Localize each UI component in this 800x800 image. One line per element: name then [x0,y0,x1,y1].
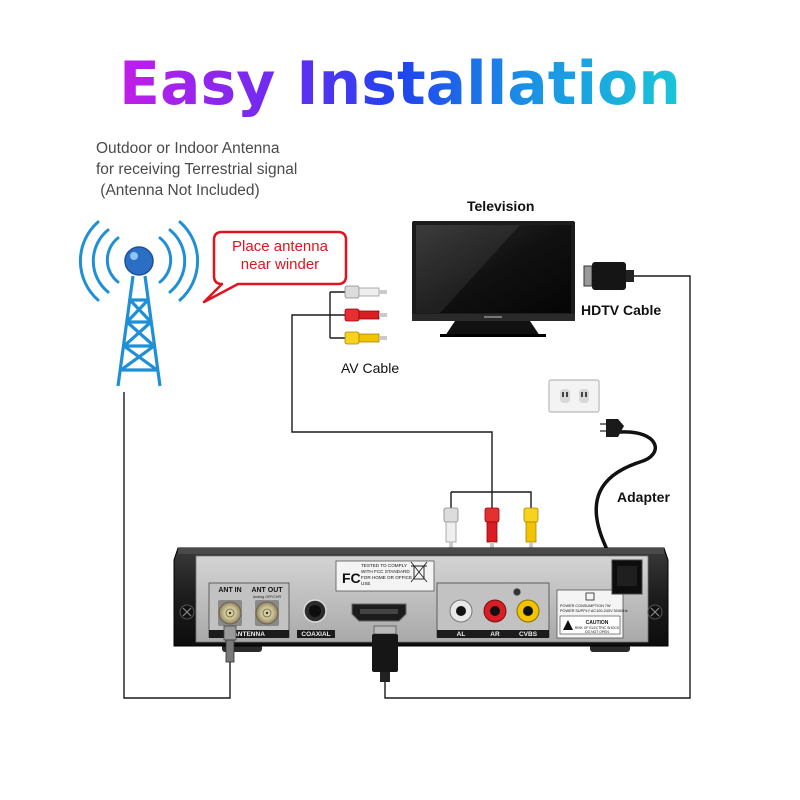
ar-label: AR [490,631,500,638]
antenna-note: Outdoor or Indoor Antenna for receiving … [96,140,298,199]
recycle-bin-icon [410,561,428,583]
cvbs-label: CVBS [519,631,538,638]
av-cable-label: AV Cable [341,360,400,376]
rca-plug-icon [443,507,539,550]
fcc-text-3: FOR HOME OR OFFICE [361,575,412,580]
ant-out-jack [255,600,279,626]
cables [123,275,691,699]
wall-outlet-icon [548,379,600,413]
al-label: AL [457,631,466,638]
television-icon [412,221,575,337]
caution-title: CAUTION [586,620,609,626]
adapter-label: Adapter [617,489,670,505]
reset-screw [513,588,521,596]
fcc-text-4: USE [361,581,370,586]
fcc-text-1: TESTED TO COMPLY [361,563,407,568]
hdmi-port [351,603,407,622]
fcc-logo: FC [342,570,361,586]
television-label: Television [467,198,535,214]
hdmi-cable [384,275,691,699]
set-top-box-icon: FC TESTED TO COMPLY WITH FCC STANDARD FO… [173,547,669,652]
fcc-text-2: WITH FCC STANDARD [361,569,410,574]
coax-plug-icon [223,625,237,663]
ant-in-jack [218,600,242,626]
hdtv-cable-label: HDTV Cable [581,302,662,318]
ant-out-label: ANT OUT [251,587,283,594]
screw-icon [179,604,663,620]
power-text-2: POWER SUPPLY AC100-240V 50/60Hz [560,609,628,613]
power-cord [594,430,657,564]
rca-plug-icon [344,285,387,345]
caution-text-2: DO NOT OPEN [585,630,609,634]
av-jacks [449,599,540,623]
callout-text: Place antenna near winder [232,238,328,273]
antenna-cable [123,392,231,699]
coaxial-jack [303,599,327,623]
av-cable [291,314,493,490]
coaxial-label: COAXIAL [301,631,330,638]
warning-icon [563,620,573,630]
caution-text-1: RISK OF ELECTRIC SHOCK [575,626,620,630]
hdmi-plug-icon [372,625,398,682]
av-branch [450,490,532,510]
callout-bubble [202,230,348,304]
page-title: Easy Installation [119,49,681,119]
ant-out-sublabel: Analog OFF/CHR [253,595,282,599]
antenna-tower-icon [78,220,200,387]
hdmi-plug-icon [583,262,634,290]
antenna-section-label: ANTENNA [233,631,265,638]
power-text-1: POWER CONSUMPTION 7W [560,604,611,608]
ant-in-label: ANT IN [218,587,241,594]
power-plug-icon [600,419,624,437]
